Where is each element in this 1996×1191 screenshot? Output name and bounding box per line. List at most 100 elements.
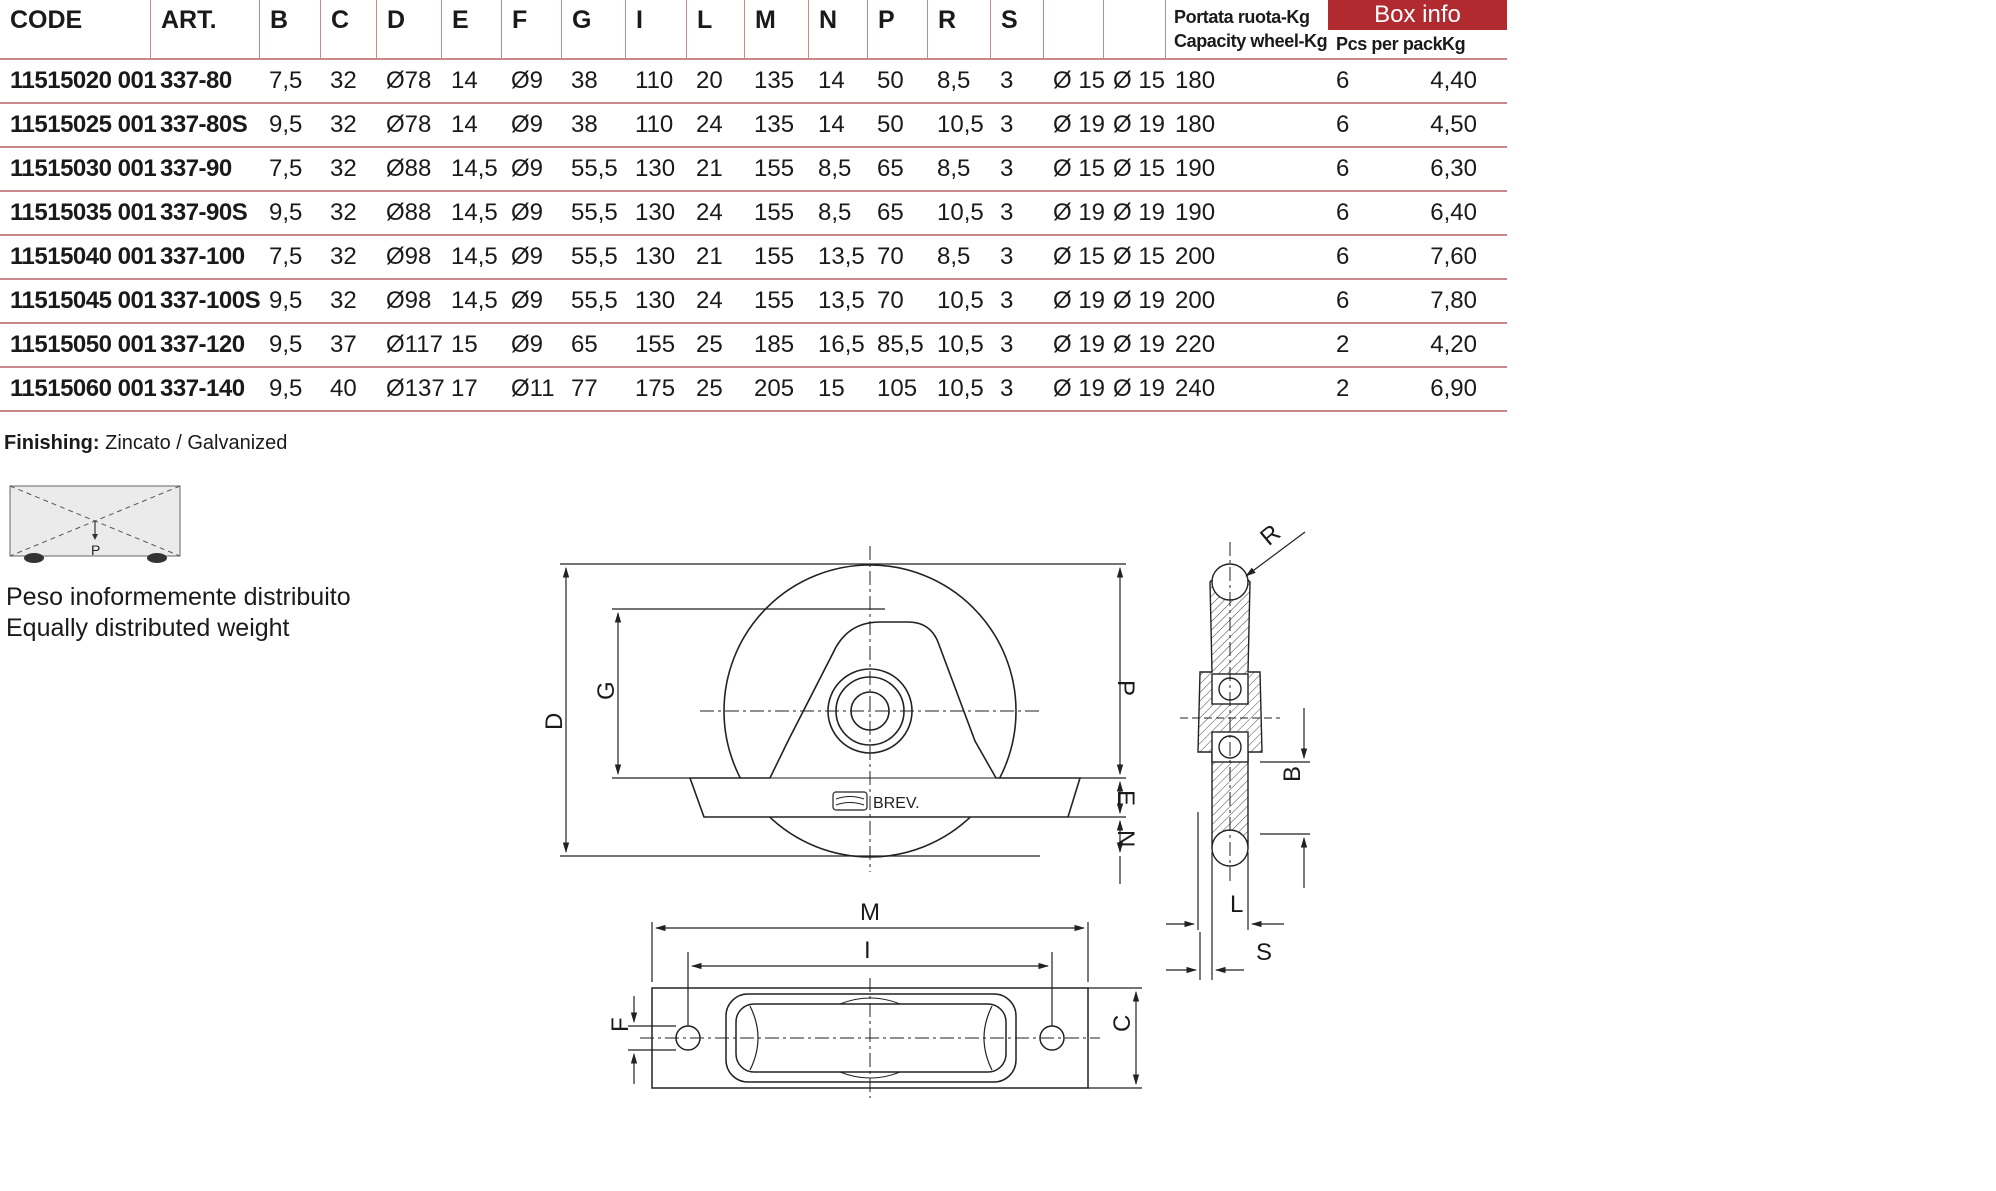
table-cell: 10,5 [937, 375, 984, 402]
table-cell: 25 [696, 375, 723, 402]
table-cell: 13,5 [818, 287, 865, 314]
table-cell: 130 [635, 243, 676, 270]
capacity-header-line: Portata ruota-Kg [1174, 7, 1310, 27]
load-distribution-icon: P [9, 485, 181, 563]
table-cell: 2 [1336, 331, 1350, 358]
table-cell: Ø98 [386, 243, 432, 270]
header-cell [1043, 0, 1103, 58]
table-cell: 105 [877, 375, 918, 402]
header-cell: E [441, 0, 501, 58]
table-cell: 200 [1175, 243, 1216, 270]
table-cell: 337-80S [160, 111, 248, 138]
table-cell: 4,50 [1430, 111, 1477, 138]
table-cell: 14 [451, 111, 478, 138]
table-cell: 175 [635, 375, 676, 402]
table-cell: Ø11 [511, 375, 555, 402]
table-cell: Ø 15 [1053, 67, 1106, 94]
table-cell: 110 [635, 111, 674, 138]
header-cell: CODE [10, 6, 83, 34]
finishing-value: Zincato / Galvanized [105, 432, 288, 454]
table-cell: 50 [877, 111, 904, 138]
kg-header: Kg [1442, 33, 1466, 54]
table-cell: Ø137 [386, 375, 445, 402]
table-cell: Ø 19 [1113, 375, 1166, 402]
table-cell: Ø9 [511, 155, 544, 182]
table-cell: 32 [330, 287, 357, 314]
table-cell: 185 [754, 331, 795, 358]
table-cell: 337-100S [160, 287, 261, 314]
table-cell: 11515045 001 [10, 287, 157, 314]
table-cell: 6 [1336, 155, 1350, 182]
table-cell: 190 [1175, 155, 1216, 182]
table-cell: 9,5 [269, 331, 303, 358]
table-cell: 205 [754, 375, 795, 402]
header-cell: N [808, 0, 867, 58]
table-cell: 4,40 [1430, 67, 1477, 94]
table-cell: 337-90S [160, 199, 248, 226]
table-cell: 21 [696, 155, 723, 182]
finishing-note: Finishing: Zincato / Galvanized [4, 432, 287, 455]
table-cell: 3 [1000, 199, 1014, 226]
dim-l-label: L [1230, 891, 1243, 918]
load-label: P [91, 542, 100, 558]
table-cell: 6 [1336, 67, 1350, 94]
table-cell: 32 [330, 243, 357, 270]
table-cell: 180 [1175, 111, 1216, 138]
table-cell: 337-80 [160, 67, 232, 94]
table-cell: 155 [754, 287, 795, 314]
table-cell: 55,5 [571, 155, 618, 182]
table-cell: 3 [1000, 331, 1014, 358]
table-cell: 3 [1000, 243, 1014, 270]
side-dimensions [1166, 531, 1310, 980]
table-cell: 77 [571, 375, 598, 402]
table-cell: 11515050 001 [10, 331, 157, 358]
table-cell: 220 [1175, 331, 1216, 358]
table-cell: 55,5 [571, 287, 618, 314]
table-cell: Ø117 [386, 331, 443, 358]
table-cell: 14,5 [451, 199, 498, 226]
table-cell: Ø 19 [1053, 287, 1106, 314]
table-cell: 155 [754, 243, 795, 270]
table-cell: 65 [571, 331, 598, 358]
header-cell: I [625, 0, 686, 58]
table-cell: 11515030 001 [10, 155, 157, 182]
table-cell: 9,5 [269, 375, 303, 402]
table-cell: 240 [1175, 375, 1216, 402]
table-cell: 11515020 001 [10, 67, 157, 94]
table-cell: 7,60 [1430, 243, 1477, 270]
table-cell: Ø 15 [1113, 67, 1166, 94]
table-cell: 130 [635, 199, 676, 226]
table-cell: 55,5 [571, 199, 618, 226]
table-cell: 85,5 [877, 331, 924, 358]
table-cell: 50 [877, 67, 904, 94]
table-cell: 130 [635, 287, 676, 314]
table-cell: 15 [818, 375, 845, 402]
table-cell: Ø88 [386, 155, 432, 182]
table-cell: 180 [1175, 67, 1216, 94]
header-cell: F [501, 0, 561, 58]
table-cell: 14,5 [451, 287, 498, 314]
table-cell: 32 [330, 67, 357, 94]
table-cell: Ø9 [511, 67, 544, 94]
box-info-header: Box info [1328, 0, 1507, 30]
table-cell: 65 [877, 199, 904, 226]
table-cell: 9,5 [269, 287, 303, 314]
table-cell: 9,5 [269, 111, 303, 138]
table-cell: 14 [818, 67, 845, 94]
dim-m-label: M [860, 899, 880, 926]
table-cell: 70 [877, 287, 904, 314]
table-cell: Ø9 [511, 331, 544, 358]
header-cell: M [744, 0, 808, 58]
table-cell: 7,5 [269, 67, 303, 94]
header-cell: L [686, 0, 744, 58]
table-cell: Ø 15 [1053, 155, 1106, 182]
header-cell: ART. [150, 0, 259, 58]
table-cell: 337-90 [160, 155, 232, 182]
table-cell: 11515040 001 [10, 243, 157, 270]
table-cell: 10,5 [937, 331, 984, 358]
table-cell: 55,5 [571, 243, 618, 270]
table-cell: 190 [1175, 199, 1216, 226]
